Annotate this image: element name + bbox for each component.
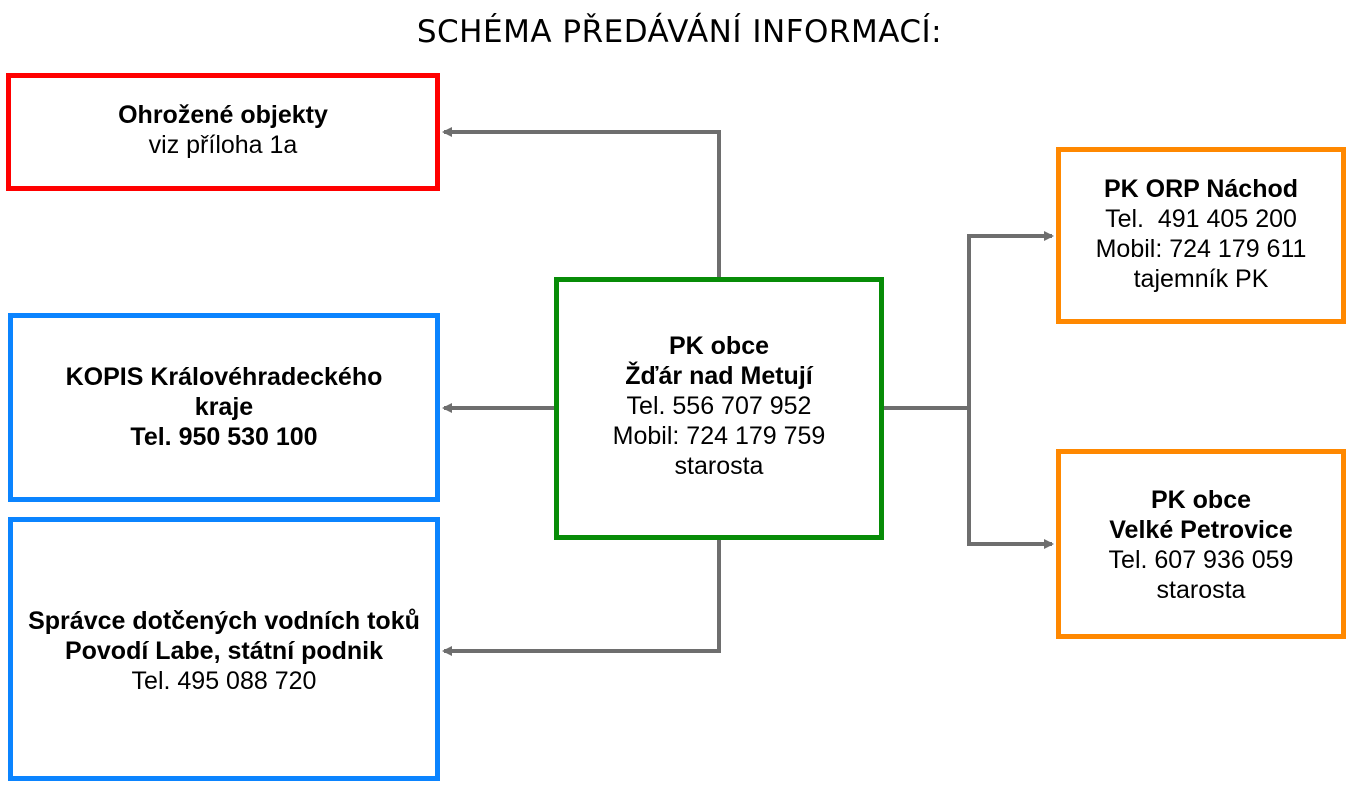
node-velke-title: PK obce [1150, 486, 1252, 514]
node-center-title: PK obce [668, 332, 770, 360]
node-spravce-vodnich-toku: Správce dotčených vodních toků Povodí La… [8, 517, 440, 781]
node-orp-title: PK ORP Náchod [1103, 175, 1299, 203]
node-orp-phone: Tel. 491 405 200 [1105, 205, 1297, 233]
node-spravce-phone: Tel. 495 088 720 [131, 667, 317, 695]
node-center-role: starosta [674, 452, 764, 480]
diagram-title: SCHÉMA PŘEDÁVÁNÍ INFORMACÍ: [416, 14, 943, 50]
node-orp-role: tajemník PK [1133, 265, 1269, 293]
node-velke-name: Velké Petrovice [1109, 516, 1293, 544]
node-orp-mobile: Mobil: 724 179 611 [1095, 235, 1307, 263]
edge-junction-to-orp [967, 231, 1054, 408]
node-kopis-title: KOPIS Královéhradeckého [65, 363, 383, 391]
node-velke-phone: Tel. 607 936 059 [1108, 546, 1294, 574]
node-spravce-title: Správce dotčených vodních toků [28, 607, 420, 635]
node-center-name: Žďár nad Metují [625, 362, 813, 390]
node-pk-obce-velke-petrovice: PK obce Velké Petrovice Tel. 607 936 059… [1056, 449, 1346, 639]
node-kopis-phone: Tel. 950 530 100 [130, 423, 318, 451]
node-pk-orp-nachod: PK ORP Náchod Tel. 491 405 200 Mobil: 72… [1056, 147, 1346, 324]
node-ohrozene-title: Ohrožené objekty [118, 101, 328, 129]
node-pk-obce-zdar: PK obce Žďár nad Metují Tel. 556 707 952… [554, 277, 884, 540]
node-kopis: KOPIS Královéhradeckého kraje Tel. 950 5… [8, 313, 440, 502]
node-velke-role: starosta [1156, 576, 1246, 604]
edge-junction-to-velke [967, 408, 1054, 549]
node-spravce-organization: Povodí Labe, státní podnik [64, 637, 384, 665]
node-center-mobile: Mobil: 724 179 759 [612, 422, 826, 450]
node-center-phone: Tel. 556 707 952 [626, 392, 812, 420]
node-ohrozene-objekty: Ohrožené objekty viz příloha 1a [6, 73, 440, 191]
node-ohrozene-subtitle: viz příloha 1a [148, 131, 298, 159]
edge-center-to-spravce [442, 540, 721, 656]
edge-center-to-ohrozene [442, 127, 721, 277]
connector-lines [442, 127, 1054, 656]
node-kopis-title-cont: kraje [194, 393, 254, 421]
